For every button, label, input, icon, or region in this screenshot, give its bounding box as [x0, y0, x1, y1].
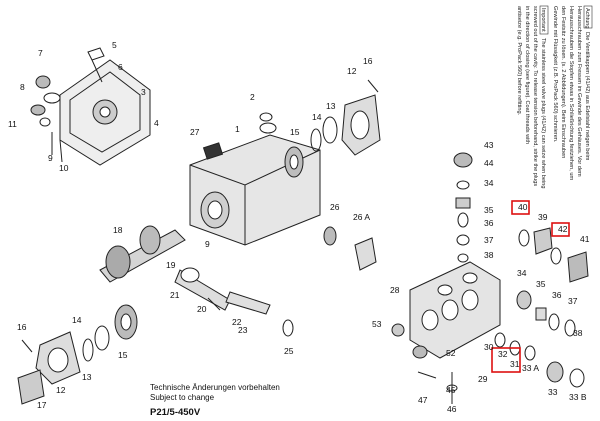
callout-36: 36 [552, 290, 562, 300]
callout-33b: 33 B [569, 392, 587, 402]
important-line-4: antiseize (e.g. ProPack 560) before refi… [516, 6, 522, 116]
important-label-box [539, 5, 549, 35]
callout-2: 2 [250, 92, 255, 102]
callout-32: 32 [498, 349, 508, 359]
callout-45: 45 [446, 385, 456, 395]
achtung-label: Achtung [584, 8, 590, 29]
callout-7: 7 [38, 48, 43, 58]
callout-1: 1 [235, 124, 240, 134]
callout-9: 9 [205, 239, 210, 249]
callout-15: 15 [118, 350, 128, 360]
callout-5: 5 [112, 40, 117, 50]
callout-37: 37 [568, 296, 578, 306]
callout-11: 11 [8, 119, 17, 129]
important-line-1: The stainless steel valve plugs (41/42) … [540, 38, 546, 189]
callout-14: 14 [72, 315, 82, 325]
callout-36: 36 [484, 218, 494, 228]
callout-47: 47 [418, 395, 428, 405]
important-line-3: in the direction of closing (see figure)… [524, 6, 530, 144]
callout-35: 35 [536, 279, 546, 289]
callout-16: 16 [17, 322, 27, 332]
callout-33a: 33 A [522, 363, 539, 373]
callout-40: 40 [518, 202, 528, 212]
callout-29: 29 [478, 374, 488, 384]
callout-23: 23 [238, 325, 248, 335]
callout-25: 25 [284, 346, 294, 356]
callout-30: 30 [484, 342, 494, 352]
callout-14: 14 [312, 112, 322, 122]
callout-13: 13 [82, 372, 92, 382]
callout-34: 34 [517, 268, 527, 278]
callout-10: 10 [59, 163, 69, 173]
important-line-2: screwed out of the cavity. To release te… [532, 6, 538, 186]
callout-12: 12 [347, 66, 357, 76]
callout-17: 17 [37, 400, 47, 410]
callout-9: 9 [48, 153, 53, 163]
callout-38: 38 [573, 328, 583, 338]
callout-28: 28 [390, 285, 400, 295]
callout-27: 27 [190, 127, 200, 137]
callout-4: 4 [154, 118, 159, 128]
highlight-box-42 [551, 222, 570, 237]
callout-33: 33 [548, 387, 558, 397]
callout-43: 43 [484, 140, 494, 150]
callout-16: 16 [363, 56, 373, 66]
callout-8: 8 [20, 82, 25, 92]
callout-53: 53 [372, 319, 382, 329]
callout-3: 3 [141, 87, 146, 97]
important-label: Important [540, 8, 546, 32]
callout-19: 19 [166, 260, 176, 270]
highlight-box-40 [511, 200, 530, 215]
callout-26: 26 [330, 202, 340, 212]
callout-41: 41 [580, 234, 590, 244]
callout-20: 20 [197, 304, 207, 314]
achtung-line-3: Herausschrauben die Stopfen etwas in Sch… [568, 6, 574, 180]
footer-change-notice-de: Technische Änderungen vorbehalten [150, 383, 280, 392]
callout-39: 39 [538, 212, 548, 222]
callout-52: 52 [446, 348, 456, 358]
callout-21: 21 [170, 290, 180, 300]
callout-13: 13 [326, 101, 336, 111]
callout-31: 31 [510, 359, 520, 369]
callout-18: 18 [113, 225, 123, 235]
callout-26a: 26 A [353, 212, 370, 222]
achtung-line-5: Gewinde mit Flüssigkeit (z.B. ProPack 56… [552, 6, 558, 143]
callout-46: 46 [447, 404, 457, 414]
callout-34: 34 [484, 178, 494, 188]
callout-6: 6 [118, 62, 123, 72]
highlight-box-32-31 [491, 347, 521, 373]
callout-12: 12 [56, 385, 66, 395]
callout-38: 38 [484, 250, 494, 260]
notice-block: Achtung Die Ventilkappen (41/42) aus Ede… [516, 5, 593, 189]
callout-35: 35 [484, 205, 494, 215]
achtung-line-4: den Festsitz zu lösen. (s. 2 Abbildungen… [560, 6, 566, 158]
achtung-line-2: Herausschrauben zum Fressen im Gewinde d… [576, 6, 582, 177]
callout-15: 15 [290, 127, 300, 137]
footer-change-notice-en: Subject to change [150, 393, 215, 402]
achtung-line-1: Die Ventilkappen (41/42) aus Edelstahl n… [584, 32, 590, 161]
callout-44: 44 [484, 158, 494, 168]
callout-22: 22 [232, 317, 242, 327]
callout-42: 42 [558, 224, 568, 234]
achtung-label-box [583, 5, 593, 29]
footer-model-number: P21/5-450V [150, 407, 201, 418]
callout-37: 37 [484, 235, 494, 245]
